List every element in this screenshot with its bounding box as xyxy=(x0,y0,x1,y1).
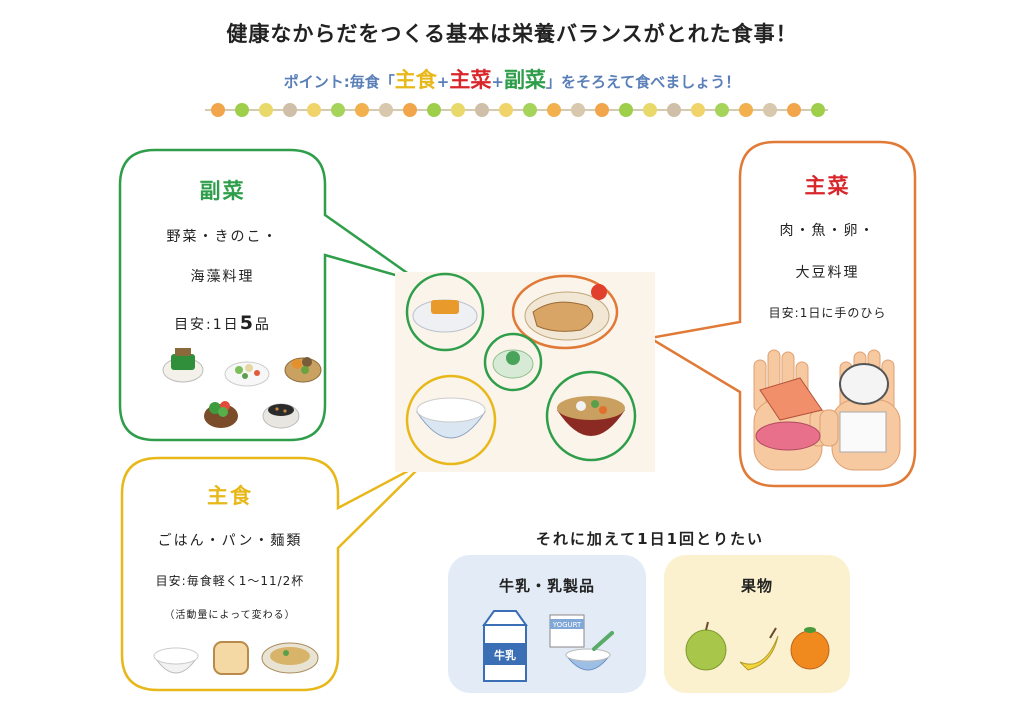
garland-dot xyxy=(427,103,441,117)
shushoku-line1: ごはん・パン・麺類 xyxy=(157,533,303,549)
milk-label: 牛乳・乳製品 xyxy=(498,577,595,595)
garland-dot xyxy=(571,103,585,117)
pear-icon xyxy=(685,621,727,671)
fruit-illustrations xyxy=(685,621,830,671)
subtitle-plus-1: + xyxy=(436,73,450,91)
shushoku-guide: 目安:毎食軽く1〜11/2杯 xyxy=(155,574,305,588)
subtitle-suffix: 」をそろえて食べましょう！ xyxy=(545,73,741,91)
page-title: 健康なからだをつくる基本は栄養バランスがとれた食事！ xyxy=(226,22,798,46)
garland-dot xyxy=(331,103,345,117)
shushoku-note: （活動量によって変わる） xyxy=(164,610,296,621)
hijiki-bowl-icon xyxy=(262,403,300,429)
extra-heading: それに加えて1日1回とりたい xyxy=(535,530,765,548)
fukusai-title: 副菜 xyxy=(199,179,246,203)
shusai-line2: 大豆料理 xyxy=(795,265,860,281)
shushoku-dish-circle xyxy=(405,374,497,466)
yogurt-text: YOGURT xyxy=(552,621,582,629)
tofu-icon xyxy=(839,411,887,453)
small-side-dish-circle xyxy=(483,332,543,392)
garland-dot xyxy=(787,103,801,117)
garland-dot xyxy=(403,103,417,117)
banana-icon xyxy=(739,627,779,671)
ginger-pork-icon xyxy=(532,301,594,332)
egg-icon xyxy=(839,363,889,405)
shusai-dish-circle xyxy=(511,274,619,350)
subtitle-prefix: ポイント:毎食「 xyxy=(283,73,395,91)
staple-food-illustrations xyxy=(153,641,319,675)
salad-plate-icon xyxy=(224,361,270,387)
garland-dot xyxy=(619,103,633,117)
subtitle-shusai: 主菜 xyxy=(449,68,492,92)
garland-dot xyxy=(739,103,753,117)
garland-dot xyxy=(211,103,225,117)
dotted-garland xyxy=(205,103,828,117)
spinach-bowl-icon xyxy=(162,348,204,383)
fukusai-dish-circle xyxy=(405,272,485,352)
garland-dot xyxy=(691,103,705,117)
garland-dot xyxy=(307,103,321,117)
milk-carton-icon xyxy=(482,610,528,682)
fukusai-line2: 海藻料理 xyxy=(190,269,255,285)
vegetable-salad-bowl-icon xyxy=(204,401,238,428)
subtitle: ポイント:毎食「主食+主菜+副菜」をそろえて食べましょう！ xyxy=(0,64,1024,94)
garland-dot xyxy=(379,103,393,117)
fukusai-guide-prefix: 目安:1日 xyxy=(174,317,240,333)
dairy-illustrations: 牛乳 YOGURT xyxy=(482,610,614,682)
tomato-icon xyxy=(591,284,607,300)
fukusai-guide-num: 5 xyxy=(239,312,255,334)
garland-dot xyxy=(475,103,489,117)
milk-carton-text: 牛乳 xyxy=(494,648,516,662)
simmered-dish-icon xyxy=(284,357,322,383)
garland-dot xyxy=(811,103,825,117)
meat-icon xyxy=(755,421,821,451)
shushoku-bubble xyxy=(120,456,426,692)
shusai-guide: 目安:1日に手のひら xyxy=(768,306,887,320)
orange-icon xyxy=(790,627,830,670)
palm-portion-illustration xyxy=(753,349,901,471)
shusai-line1: 肉・魚・卵・ xyxy=(779,223,876,239)
subtitle-shushoku: 主食 xyxy=(394,68,437,92)
subtitle-fukusai: 副菜 xyxy=(503,68,546,92)
bread-slice-icon xyxy=(213,641,249,675)
garland-dot xyxy=(667,103,681,117)
garland-dot xyxy=(259,103,273,117)
pumpkin-icon xyxy=(431,300,459,314)
fukusai-guide-suffix: 品 xyxy=(254,317,271,333)
garland-dot xyxy=(451,103,465,117)
garland-dot xyxy=(283,103,297,117)
garland-dot xyxy=(523,103,537,117)
milk-box xyxy=(448,555,646,693)
garland-dot xyxy=(499,103,513,117)
rice-bowl-icon xyxy=(153,647,199,674)
shushoku-title: 主食 xyxy=(207,484,253,508)
garland-dot xyxy=(547,103,561,117)
fruit-box xyxy=(664,555,850,693)
yogurt-bowl-icon xyxy=(565,631,614,671)
soup-dish-circle xyxy=(545,370,637,462)
balanced-meal-illustration xyxy=(395,272,655,472)
garland-dot xyxy=(763,103,777,117)
fukusai-guide: 目安:1日5品 xyxy=(120,312,325,334)
fruit-label: 果物 xyxy=(740,577,773,595)
garland-dot xyxy=(235,103,249,117)
fukusai-line1: 野菜・きのこ・ xyxy=(166,229,279,245)
shusai-title: 主菜 xyxy=(804,174,851,198)
salmon-icon xyxy=(759,377,823,421)
garland-dot xyxy=(595,103,609,117)
garland-dot xyxy=(715,103,729,117)
side-dish-illustrations xyxy=(162,348,322,429)
subtitle-plus-2: + xyxy=(491,73,504,91)
yogurt-cup-icon xyxy=(549,614,585,648)
garland-dot xyxy=(355,103,369,117)
garland-dot xyxy=(643,103,657,117)
noodle-bowl-icon xyxy=(261,642,319,674)
